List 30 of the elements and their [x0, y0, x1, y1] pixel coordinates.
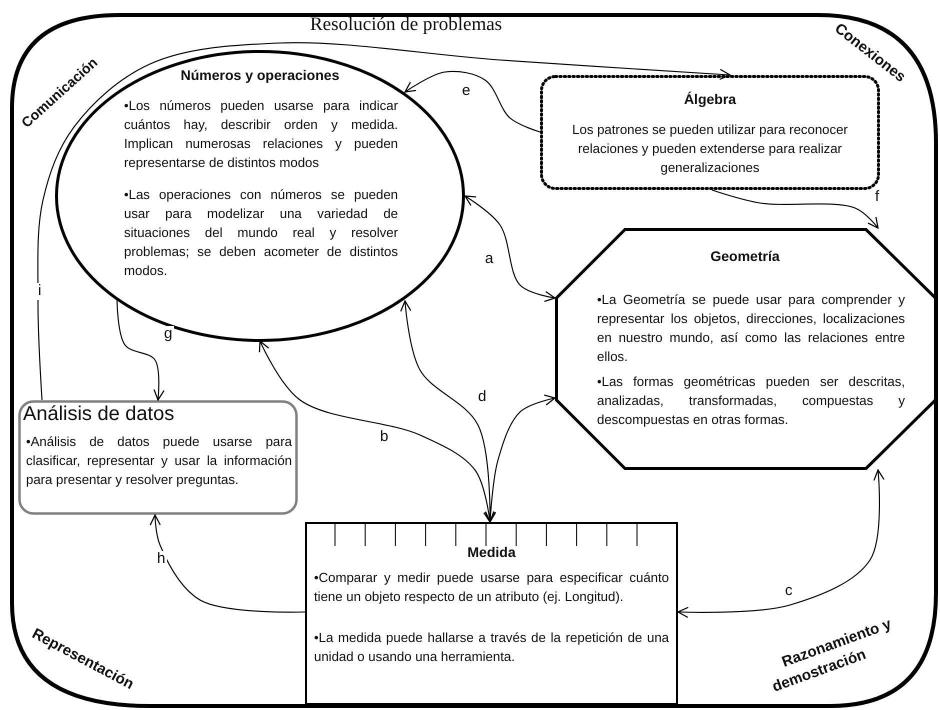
edge-label: g: [162, 326, 174, 342]
node-text: •La medida puede hallarse a través de la repetición de una unidad o usando una herramienta.: [314, 629, 669, 666]
node-title: Medida: [466, 544, 517, 560]
node-title: Análisis de datos: [23, 405, 176, 424]
node-text: •Las operaciones con números se pueden usar para modelizar una variedad de situaciones del mundo real y resolver problemas; se deben acometer de distintos modos.: [124, 186, 398, 280]
node-title: Álgebra: [682, 91, 738, 107]
topic-octagon: [555, 228, 937, 470]
framework-border: [10, 13, 938, 708]
connector-arrow: [258, 340, 494, 523]
connector-arrow: [400, 300, 496, 523]
node-text: •Los números pueden usarse para indicar cuántos hay, describir orden y medida. Implican numerosas relaciones y pueden representarse de distintos modos: [124, 97, 398, 172]
edge-label: i: [36, 283, 44, 300]
connector-arrow: [464, 195, 556, 302]
frame-title: Resolución de problemas: [310, 15, 504, 34]
topic-box: [305, 522, 678, 705]
connector-arrow: [116, 300, 165, 401]
node-title: Geometría: [709, 248, 781, 264]
node-text: Los patrones se pueden utilizar para reconocer relaciones y pueden extenderse para realizar generalizaciones: [571, 121, 849, 177]
node-text: •Comparar y medir puede usarse para especificar cuánto tiene un objeto respecto de un atributo (ej. Longitud).: [314, 569, 669, 606]
node-text: •Las formas geométricas pueden ser descritas, analizadas, transformadas, compuestas y descompuestas en otras formas.: [597, 373, 905, 429]
node-title: Números y operaciones: [180, 67, 340, 83]
connector-arrow: [150, 514, 306, 613]
connector-arrow: [37, 42, 731, 400]
connector-arrow: [712, 189, 879, 229]
node-text: •La Geometría se puede usar para comprender y representar los objetos, direcciones, localizaciones en nuestro mundo, así como las relaciones entre ellos.: [597, 291, 905, 366]
connector-arrow: [404, 70, 540, 133]
topic-box: [18, 400, 298, 515]
connector-arrow: [485, 394, 556, 523]
connector-arrow: [677, 469, 884, 618]
node-text: •Análisis de datos puede usarse para clasificar, representar y usar la información para presentar y resolver preguntas.: [26, 433, 292, 489]
